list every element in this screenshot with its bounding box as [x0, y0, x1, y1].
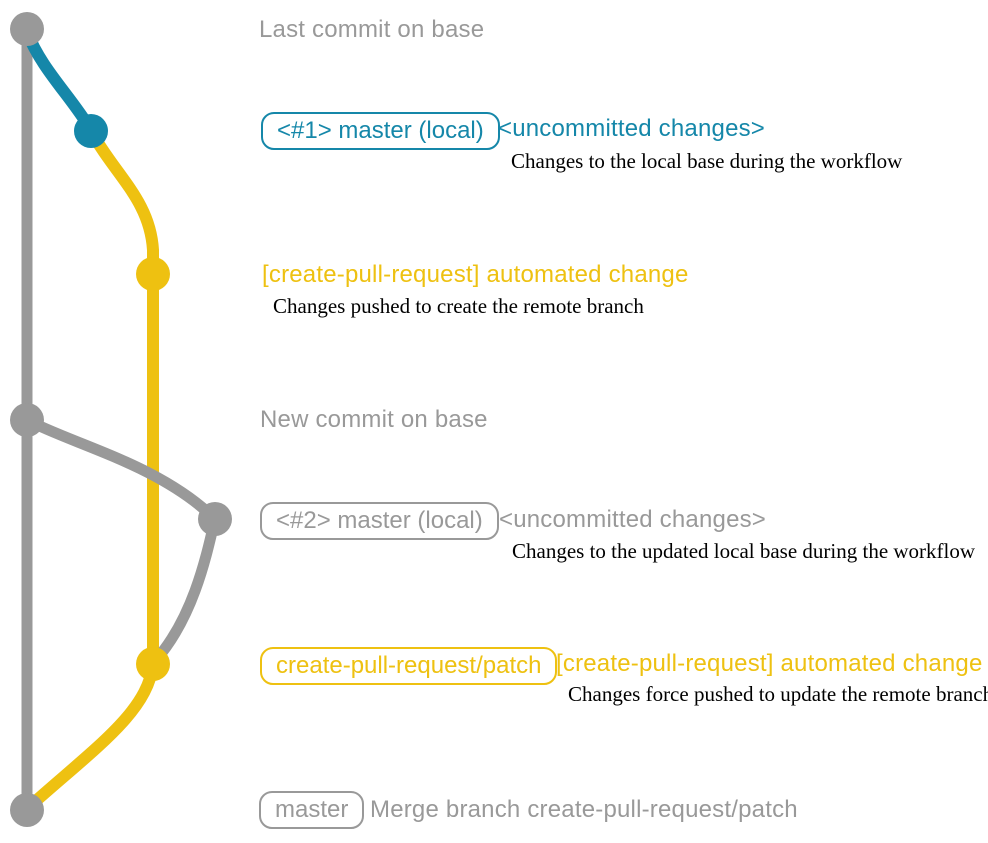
- badge-master-local-2: <#2> master (local): [260, 502, 499, 540]
- badge-create-pull-request-patch: create-pull-request/patch: [260, 647, 558, 685]
- label-uncommitted-changes-1: <uncommitted changes>: [498, 115, 766, 142]
- label-last-commit-on-base: Last commit on base: [259, 16, 485, 43]
- patch-branch-line: [85, 125, 159, 670]
- badge-master: master: [259, 791, 365, 829]
- desc-local-base-changes-2: Changes to the updated local base during…: [512, 539, 976, 563]
- commit-dot-automated-1: [136, 257, 170, 291]
- local-master-2-branch-line: [21, 414, 221, 525]
- commit-dot-new-base: [10, 403, 44, 437]
- commit-dot-merge: [10, 793, 44, 827]
- patch-merge-line: [23, 658, 159, 813]
- label-automated-change-2: [create-pull-request] automated change: [556, 650, 983, 677]
- commit-dot-local-1: [74, 114, 108, 148]
- badge-master-local-1: <#1> master (local): [261, 112, 500, 150]
- desc-changes-force-pushed: Changes force pushed to update the remot…: [568, 682, 988, 706]
- commit-dot-local-2: [198, 502, 232, 536]
- commit-dot-last-base: [10, 12, 44, 46]
- local-master-1-branch-line: [21, 26, 97, 136]
- desc-changes-pushed: Changes pushed to create the remote bran…: [273, 294, 644, 318]
- desc-local-base-changes-1: Changes to the local base during the wor…: [511, 149, 903, 173]
- local-master-2-rebase-line: [149, 513, 221, 667]
- label-new-commit-on-base: New commit on base: [260, 406, 488, 433]
- label-automated-change-1: [create-pull-request] automated change: [262, 261, 689, 288]
- commit-dot-automated-2: [136, 647, 170, 681]
- label-merge-branch: Merge branch create-pull-request/patch: [370, 796, 798, 823]
- label-uncommitted-changes-2: <uncommitted changes>: [499, 506, 767, 533]
